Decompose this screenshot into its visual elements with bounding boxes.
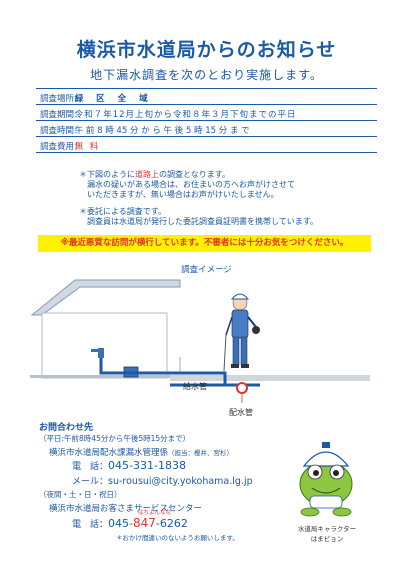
phone-number[interactable]: 045-331-1838 xyxy=(108,459,186,472)
phone-label: 電 話： xyxy=(72,520,109,530)
service-center-name: 横浜市水道局お客さまサービスセンター xyxy=(49,504,203,514)
service-phone-prefix[interactable]: 045- xyxy=(108,517,133,530)
note-road: ＊下図のように道路上の調査となります。 漏水の疑いがある場合は、お住まいの方へお… xyxy=(79,170,295,200)
note-text: の調査となります。 xyxy=(159,170,230,179)
note-text: 調査員は水道局が発行した委託調査員証明書を携帯しています。 xyxy=(87,217,318,226)
phone-row: 電 話：045-331-1838 xyxy=(72,459,186,472)
faucet-icon xyxy=(98,348,104,358)
service-phone-suffix[interactable]: -6262 xyxy=(155,517,188,530)
house-wall xyxy=(41,312,168,379)
info-location: 調査場所： 緑 区 全 域 xyxy=(40,92,153,104)
info-period: 調査期間： 令和７年12月上旬から令和８年３月下旬までの平日 xyxy=(40,108,297,120)
page-title: 横浜市水道局からのお知らせ xyxy=(76,39,337,61)
phone-label: 電 話： xyxy=(72,462,109,472)
divider xyxy=(36,104,377,105)
divider xyxy=(36,88,377,89)
location-label: 調査場所： xyxy=(40,94,83,104)
info-time: 調査時間： 午 前 8 時 45 分 か ら 午 後 5 時 15 分 ま で xyxy=(40,124,250,136)
note-text: いただきますが、無い場合はお声がけいたしません。 xyxy=(87,190,279,199)
page-subtitle: 地下漏水調査を次のとおり実施します。 xyxy=(90,68,323,82)
time-label: 調査時間： xyxy=(40,126,83,136)
location-value: 緑 区 全 域 xyxy=(74,94,153,104)
period-label: 調査期間： xyxy=(40,110,83,120)
hamapyon-mascot-icon xyxy=(299,442,353,517)
mail-row: メール：su-rousui@city.yokohama.lg.jp xyxy=(72,474,253,487)
note-text: ＊下図のように xyxy=(79,170,135,179)
note-text: ＊委託による調査です。 xyxy=(79,207,166,216)
mail-address[interactable]: su-rousui@city.yokohama.lg.jp xyxy=(108,476,253,487)
info-cost: 調査費用： 無 料 xyxy=(40,140,100,152)
mascot-caption-1: 水道局キャラクター xyxy=(297,525,357,533)
supply-pipe-label: 給水管 xyxy=(183,381,207,391)
office-contact-person: （担当：櫻井、宮杉） xyxy=(168,449,234,457)
divider xyxy=(36,136,377,137)
contact-heading: お問合わせ先 xyxy=(39,423,94,433)
surveyor-figure xyxy=(223,293,260,372)
phone-ruby: はちよんなな xyxy=(138,510,172,516)
weekday-hours: （平日:午前8時45分から午後5時15分まで） xyxy=(39,434,191,443)
survey-diagram: 給水管 配水管 xyxy=(30,279,370,417)
office-name: 横浜市水道局配水課漏水管理係（担当：櫻井、宮杉） xyxy=(49,446,233,458)
mascot-caption-2: はまピョン xyxy=(310,535,344,543)
note-highlight: 道路上 xyxy=(135,170,159,179)
divider xyxy=(36,152,377,153)
holiday-hours: （夜間・土・日・祝日） xyxy=(39,490,122,499)
divider xyxy=(36,120,377,121)
period-value: 令和７年12月上旬から令和８年３月下旬までの平日 xyxy=(74,110,297,120)
note-text: 漏水の疑いがある場合は、お住まいの方へお声がけさせて xyxy=(87,180,295,189)
cost-label: 調査費用： xyxy=(40,142,83,152)
service-phone-row: 電 話：045-847-6262 xyxy=(72,516,188,530)
time-value: 午 前 8 時 45 分 か ら 午 後 5 時 15 分 ま で xyxy=(74,126,250,136)
service-phone-middle[interactable]: 847 xyxy=(132,516,156,530)
cost-value: 無 料 xyxy=(74,142,101,152)
distribution-pipe-icon xyxy=(236,382,248,394)
warning-banner: ※最近悪質な訪問が横行しています。不審者には十分お気をつけください。 xyxy=(38,235,371,252)
note-contract: ＊委託による調査です。 調査員は水道局が発行した委託調査員証明書を携帯しています… xyxy=(79,207,318,227)
mail-label: メール： xyxy=(72,477,109,487)
diagram-title: 調査イメージ xyxy=(181,265,232,275)
distribution-pipe-label: 配水管 xyxy=(229,407,253,417)
footnote: ＊おかけ間違いのないようお願いします。 xyxy=(116,534,239,542)
office-name-text: 横浜市水道局配水課漏水管理係 xyxy=(49,448,169,458)
house-roof xyxy=(30,279,181,316)
